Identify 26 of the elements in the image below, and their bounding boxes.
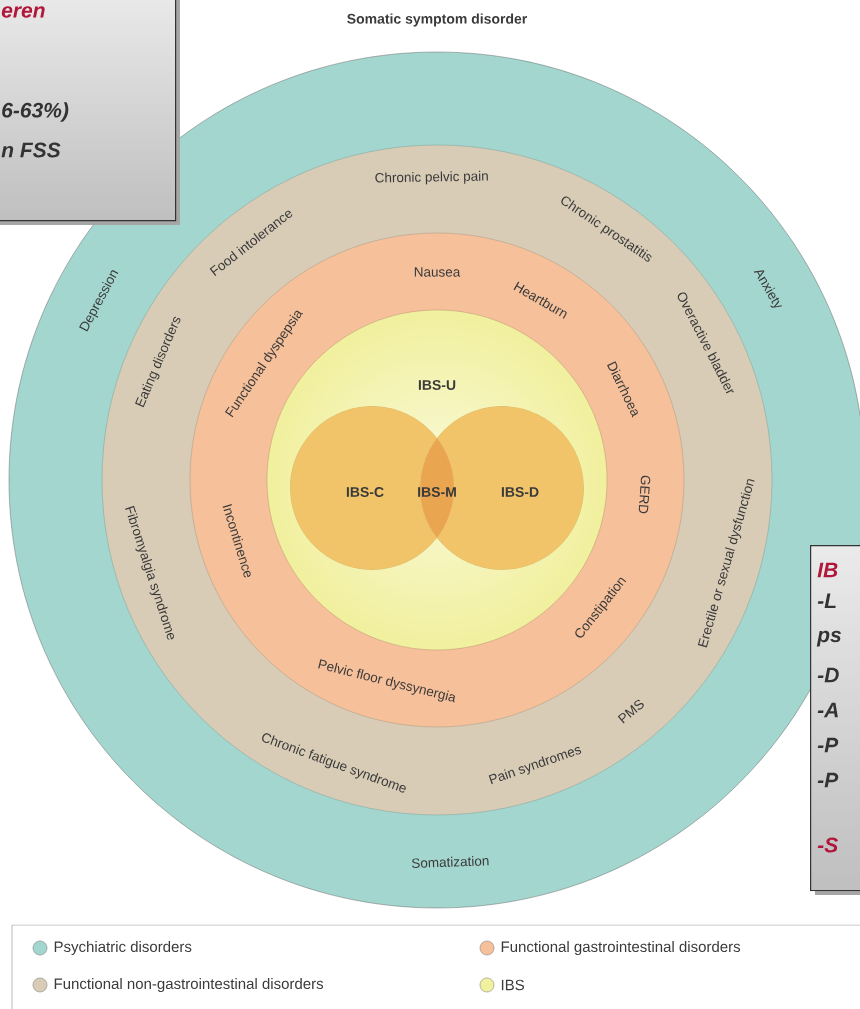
note-text: -P [817, 737, 839, 753]
note-text: -L ps [816, 593, 841, 647]
legend-text: Psychiatric disorders [54, 941, 192, 955]
note-text: IB [817, 562, 838, 578]
note-text: 6-63%) [2, 102, 69, 122]
note-box [810, 545, 860, 895]
note-text: -S [817, 837, 838, 853]
note-text: -D [817, 667, 839, 683]
title: Somatic symptom disorder [347, 13, 527, 27]
note-text: n FSS [1, 142, 61, 158]
legend-text: Functional non-gastrointestinal disorders [54, 978, 324, 992]
legend-text: Functional gastrointestinal disorders [501, 941, 741, 955]
circle-label: IBS-U [418, 380, 456, 390]
note-box [0, 0, 180, 225]
ring-label: Somatization [412, 856, 489, 868]
circle-label: IBS-C [346, 487, 384, 497]
note-text: -A [817, 702, 838, 718]
ring-label: Chronic pelvic pain [375, 170, 488, 185]
subtype-circle [419, 406, 584, 570]
note-text: -P [817, 772, 839, 788]
note-text: eren [1, 6, 45, 18]
ring-label: Nausea [414, 267, 461, 277]
circle-label: IBS-D [501, 487, 539, 497]
ring-label: GERD [638, 475, 651, 514]
circle-label: IBS-M [418, 487, 456, 497]
legend-text: IBS [501, 979, 525, 991]
